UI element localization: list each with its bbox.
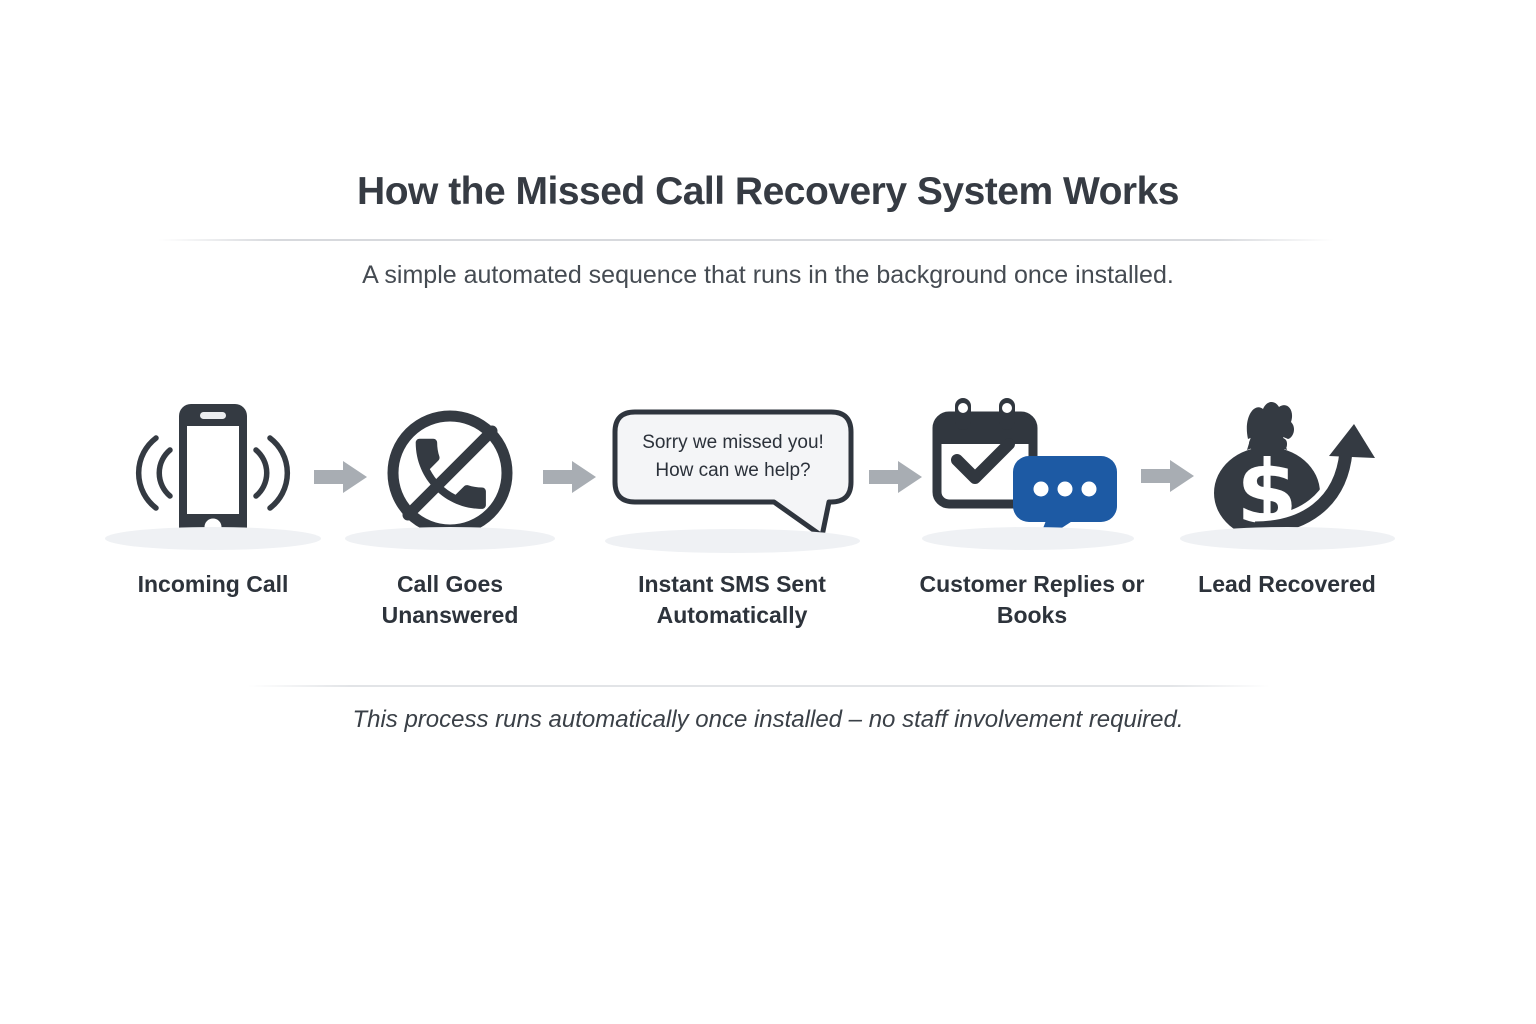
step-label-lead-recovered: Lead Recovered (1198, 571, 1376, 597)
icon-shadow (105, 527, 321, 550)
flow-arrow-icon (1141, 460, 1194, 492)
icon-shadow (605, 529, 860, 553)
sms-speech-bubble-icon (612, 409, 854, 539)
sms-message-line2: How can we help? (655, 460, 811, 481)
page-subtitle: A simple automated sequence that runs in… (362, 261, 1174, 289)
flow-arrow-icon (869, 461, 922, 493)
sms-message-text: Sorry we missed you! How can we help? (629, 421, 837, 493)
page-title: How the Missed Call Recovery System Work… (357, 170, 1179, 213)
no-answer-phone-icon (387, 410, 513, 536)
step-label-incoming-call: Incoming Call (137, 571, 289, 597)
icon-shadow (922, 527, 1134, 550)
calendar-check-chat-icon (932, 398, 1117, 544)
footer-divider (248, 685, 1270, 687)
money-bag-growth-icon: $ (1214, 401, 1381, 544)
step-label-instant-sms: Instant SMS Sent Automatically (638, 571, 826, 628)
footer-note: This process runs automatically once ins… (352, 706, 1184, 733)
ringing-phone-icon (135, 404, 291, 540)
flow-arrow-icon (314, 461, 367, 493)
step-label-call-unanswered: Call Goes Unanswered (381, 571, 519, 628)
sms-message-line1: Sorry we missed you! (642, 432, 824, 453)
icon-shadow (1180, 527, 1395, 550)
flow-arrow-icon (543, 461, 596, 493)
header-divider (158, 239, 1334, 241)
step-label-customer-replies: Customer Replies or Books (919, 571, 1145, 628)
icon-shadow (345, 527, 555, 550)
